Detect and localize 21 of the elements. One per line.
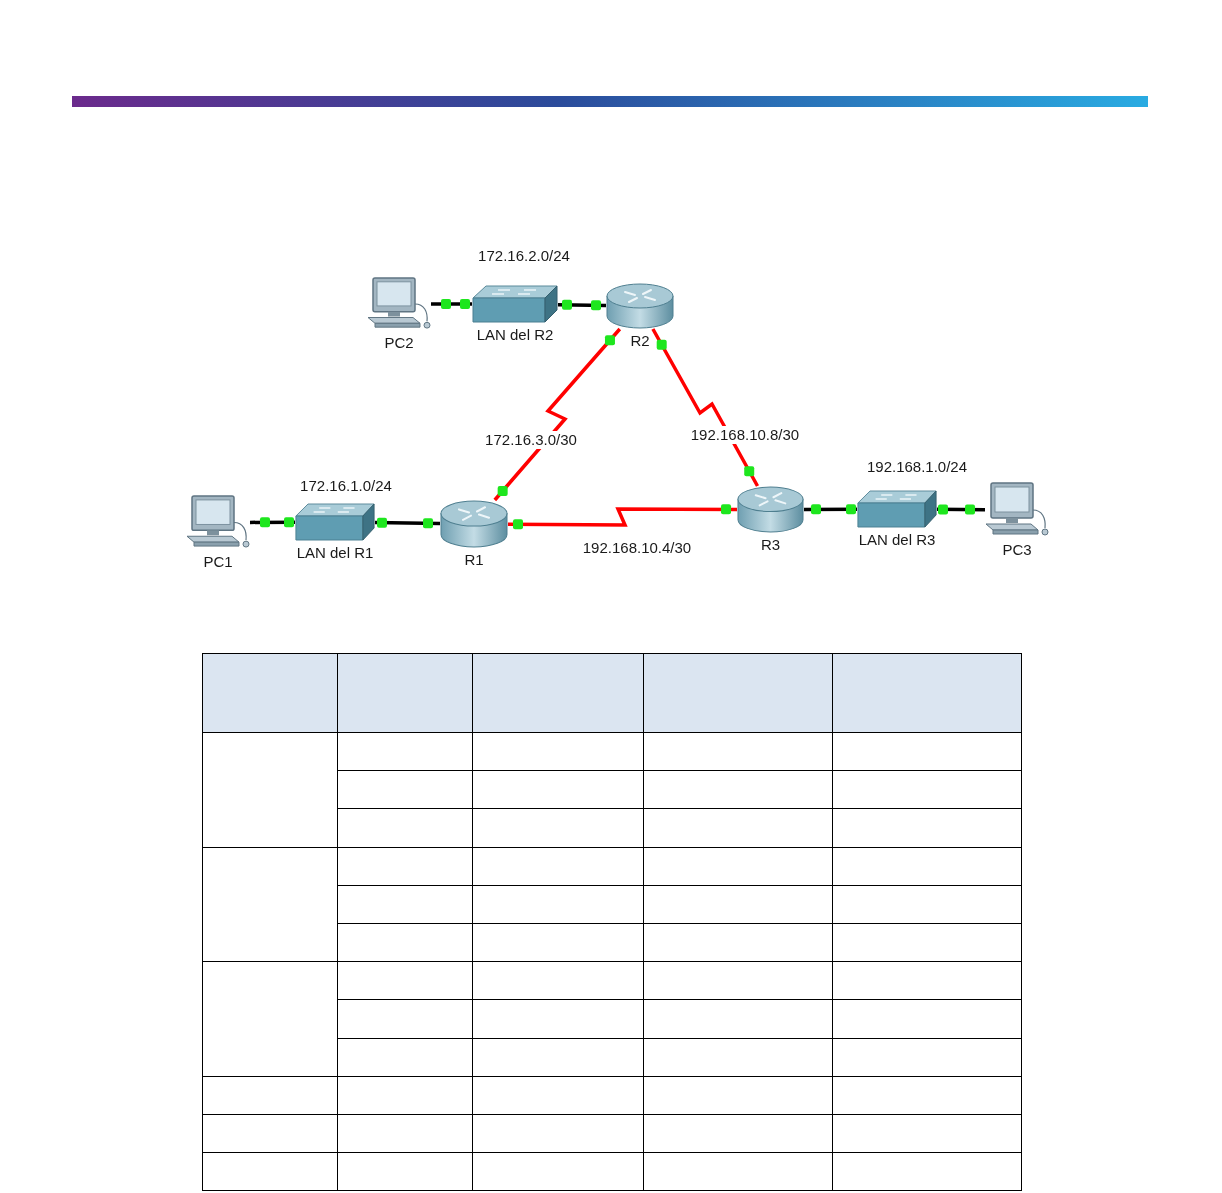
device-label: R3 (760, 536, 781, 554)
network-link (557, 302, 607, 308)
device-label: PC1 (203, 553, 233, 571)
subnet-label: 172.16.1.0/24 (300, 477, 392, 495)
network-link (493, 327, 622, 502)
network-link (374, 520, 441, 526)
subnet-label: 172.16.2.0/24 (478, 247, 570, 265)
device-label: R1 (464, 551, 484, 569)
network-link (431, 302, 472, 306)
device-label: R2 (630, 332, 650, 350)
network-link (508, 507, 737, 527)
edge-label: 192.168.10.8/30 (688, 426, 802, 444)
device-label: LAN del R1 (296, 544, 374, 562)
device-label: LAN del R2 (476, 326, 554, 344)
device-label: PC2 (384, 334, 414, 352)
device-label: PC3 (1002, 541, 1032, 559)
network-link (937, 507, 985, 512)
subnet-label: 192.168.1.0/24 (866, 458, 968, 476)
device-label: LAN del R3 (858, 531, 936, 549)
network-link (651, 328, 760, 487)
edge-label: 172.16.3.0/30 (483, 431, 579, 449)
